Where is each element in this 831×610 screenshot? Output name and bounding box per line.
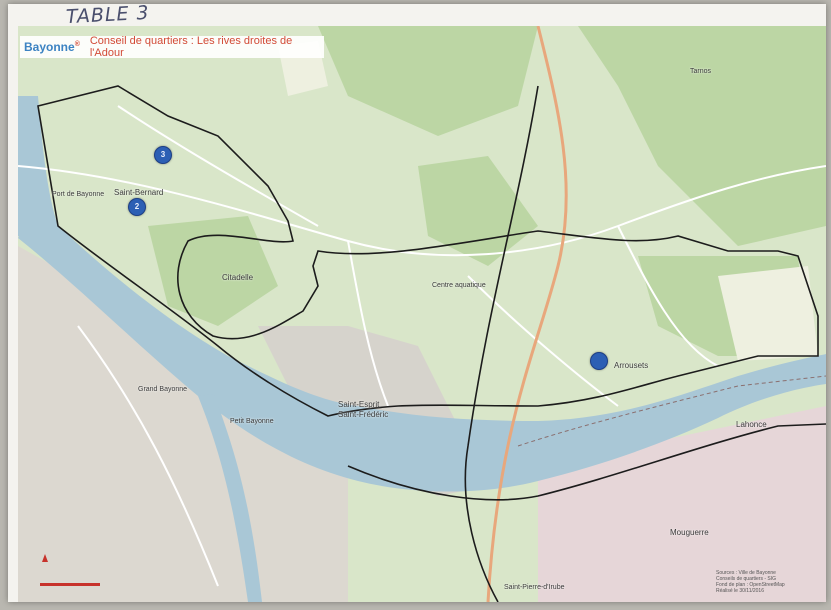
place-label-grand-bayonne: Grand Bayonne [138,386,188,393]
south-boundary [347,423,826,501]
place-label-arrousets: Arrousets [614,361,649,370]
credit-line: Sources : Ville de Bayonne [716,570,776,576]
logo-mark: ® [74,41,80,48]
place-label-mouguerre: Mouguerre [670,528,709,537]
map-title: Conseil de quartiers : Les rives droites… [89,35,293,59]
east-boundary [464,85,539,602]
motorway [486,26,568,602]
credit-line: Conseils de quartiers - SIG [716,576,777,582]
credit-line: Réalisé le 30/11/2016 [716,588,764,594]
commune-limit [517,375,826,447]
nive-river [198,394,262,602]
neighbourhood-boundary [37,85,819,417]
map-credits: Sources : Ville de Bayonne Conseils de q… [716,570,816,594]
map-frame[interactable]: Tarnos Saint-Bernard Port de Bayonne Cit… [18,26,826,602]
handwritten-table-label: TABLE 3 [65,4,151,29]
logo-text: Bayonne [24,40,75,54]
map-canvas[interactable] [18,26,826,602]
place-label-citadelle: Citadelle [222,273,254,282]
map-marker-2[interactable]: 2 [128,198,146,216]
adour-river [18,206,826,492]
urban-left-bank [18,246,348,602]
place-label-lahonce: Lahonce [736,420,767,429]
place-label-tarnos: Tarnos [690,68,712,75]
place-label-saint-pierre: Saint-Pierre-d'Irube [504,584,565,591]
place-label-petit-bayonne: Petit Bayonne [230,418,274,425]
map-marker-arrousets[interactable] [590,352,608,370]
credit-line: Fond de plan : OpenStreetMap [716,582,785,588]
map-marker-3[interactable]: 3 [154,146,172,164]
place-label-centre-aquatique: Centre aquatique [432,282,486,289]
road-network [18,105,826,587]
place-label-saint-esprit: Saint-Esprit [338,400,380,409]
place-label-saint-bernard: Saint-Bernard [114,188,164,197]
place-label-port: Port de Bayonne [52,191,105,198]
bayonne-logo: Bayonne® [24,40,80,54]
map-header: Bayonne® Conseil de quartiers : Les rive… [20,35,324,59]
map-sheet: TABLE 3 [8,4,826,602]
place-label-saint-frederic: Saint-Frédéric [338,410,389,419]
north-arrow-icon [42,554,48,562]
scale-bar [40,583,100,586]
